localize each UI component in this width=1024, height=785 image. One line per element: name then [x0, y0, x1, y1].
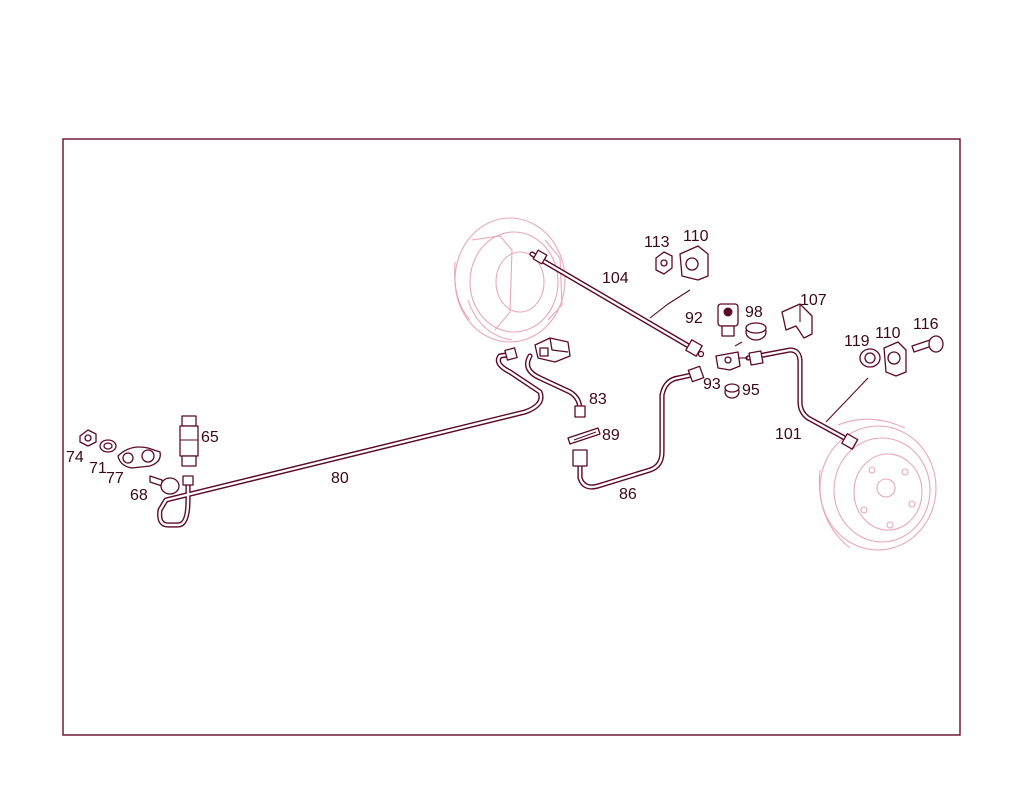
- callout-65: 65: [201, 429, 219, 446]
- part-71-washer: [99, 439, 117, 453]
- part-74-nut: [79, 429, 97, 447]
- part-98-cap: [745, 322, 767, 341]
- callout-101: 101: [775, 426, 802, 443]
- callout-77: 77: [106, 470, 124, 487]
- callout-83: 83: [589, 391, 607, 408]
- diagram-frame: [62, 138, 961, 736]
- callout-107: 107: [800, 292, 827, 309]
- part-68-bolt: [149, 475, 180, 495]
- part-110-holder-upper: [679, 245, 709, 281]
- callout-80: 80: [331, 470, 349, 487]
- part-93-tee-fitting: [715, 351, 748, 371]
- part-95-bushing: [724, 383, 740, 399]
- leader-lines: [649, 289, 869, 423]
- part-92-valve: [717, 303, 739, 337]
- part-119-bushing: [859, 348, 881, 368]
- callout-113: 113: [644, 234, 670, 251]
- callout-86: 86: [619, 486, 637, 503]
- brake-pipe-80: [157, 347, 544, 528]
- part-77-clamp: [117, 446, 161, 469]
- callout-110-upper: 110: [683, 228, 709, 245]
- brake-pipe-104: [529, 249, 705, 358]
- brake-pipe-101: [745, 347, 859, 450]
- part-89-clip: [567, 427, 601, 445]
- callout-95: 95: [742, 382, 760, 399]
- callout-74: 74: [66, 449, 84, 466]
- callout-104: 104: [602, 270, 629, 287]
- callout-98: 98: [745, 304, 763, 321]
- callout-68: 68: [130, 487, 148, 504]
- part-107-bracket: [781, 303, 813, 339]
- callout-110-lower: 110: [875, 325, 901, 342]
- callout-119: 119: [844, 333, 870, 350]
- brake-pipe-86: [572, 365, 705, 490]
- callout-116: 116: [913, 316, 939, 333]
- brake-drum-ghost: [818, 418, 937, 551]
- rear-backing-plate-ghost: [454, 217, 566, 343]
- part-113-nut: [655, 251, 673, 275]
- callout-93: 93: [703, 376, 721, 393]
- part-116-bolt: [911, 335, 944, 353]
- callout-89: 89: [602, 427, 620, 444]
- part-110-holder-lower: [883, 341, 907, 377]
- callout-71: 71: [89, 460, 107, 477]
- callout-92: 92: [685, 310, 703, 327]
- brake-pipe-83: [525, 353, 586, 418]
- callouts: 65 74 71 77 68 80 83 89 86 104 113 110 9…: [66, 228, 939, 504]
- part-65-connector: [179, 415, 199, 467]
- brake-distributor-block: [534, 337, 571, 363]
